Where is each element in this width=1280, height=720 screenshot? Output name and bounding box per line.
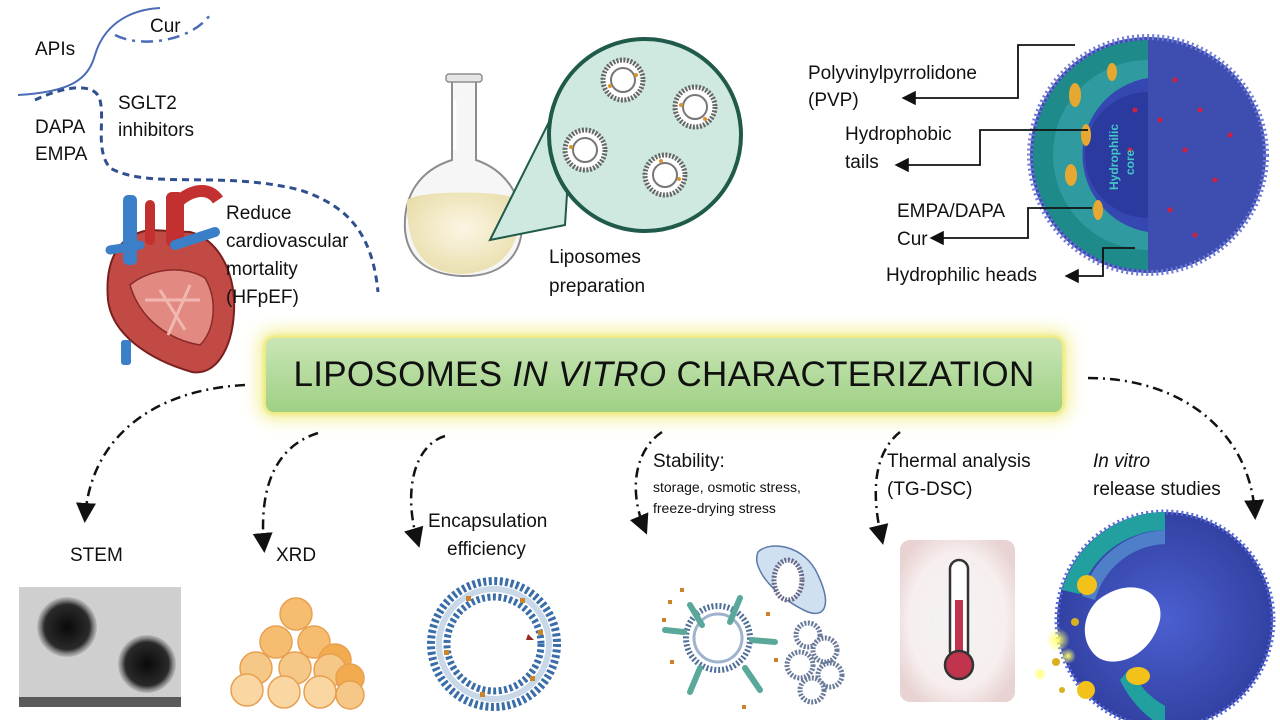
empa-label: EMPA — [35, 144, 88, 165]
page-title: LIPOSOMES IN VITRO CHARACTERIZATION — [293, 355, 1034, 395]
method-arrows — [75, 376, 1265, 553]
liposome-structure — [1027, 34, 1269, 276]
apis-label: APIs — [35, 39, 76, 60]
cur-label: Cur — [150, 16, 181, 37]
stability-illustration — [662, 545, 845, 709]
encapsulation-liposome — [427, 577, 561, 711]
release-label-1: In vitro — [1093, 451, 1151, 472]
flask-illustration — [403, 73, 524, 278]
xrd-label: XRD — [276, 545, 317, 566]
thermal-label-2: (TG-DSC) — [887, 479, 973, 500]
reduce-label-2: cardiovascular — [226, 231, 349, 252]
tails-label-2: tails — [845, 152, 879, 173]
heads-label: Hydrophilic heads — [886, 265, 1038, 286]
reduce-label-3: mortality — [226, 259, 298, 280]
stem-label: STEM — [70, 545, 123, 566]
title-banner: LIPOSOMES IN VITRO CHARACTERIZATION — [266, 338, 1062, 412]
core-label-1: Hydrophilic — [1107, 124, 1121, 190]
release-label-2: release studies — [1093, 479, 1221, 500]
title-part-2: IN VITRO — [512, 355, 667, 394]
title-part-3: CHARACTERIZATION — [666, 355, 1035, 394]
tails-label-1: Hydrophobic — [845, 124, 952, 145]
title-part-1: LIPOSOMES — [293, 355, 513, 394]
prep-label-1: Liposomes — [549, 247, 641, 268]
heart-illustration — [105, 185, 236, 374]
release-liposome — [1033, 509, 1276, 720]
sglt2-label-2: inhibitors — [118, 120, 195, 141]
thermal-label-1: Thermal analysis — [887, 451, 1031, 472]
apis-curves — [17, 7, 380, 293]
reduce-label-1: Reduce — [226, 203, 292, 224]
stability-detail-1: storage, osmotic stress, — [653, 479, 801, 495]
stability-detail-2: freeze-drying stress — [653, 500, 776, 516]
thermometer-illustration — [900, 540, 1015, 702]
core-label-2: core — [1123, 149, 1137, 175]
encapsulation-label-1: Encapsulation — [428, 511, 548, 532]
pvp-label-2: (PVP) — [808, 90, 859, 111]
dapa-label: DAPA — [35, 117, 86, 138]
xrd-spheres — [230, 597, 365, 710]
drug-label-2: Cur — [897, 229, 928, 250]
reduce-label-4: (HFpEF) — [226, 287, 299, 308]
prep-label-2: preparation — [549, 276, 646, 297]
pvp-label-1: Polyvinylpyrrolidone — [808, 63, 977, 84]
drug-label-1: EMPA/DAPA — [897, 201, 1006, 222]
zoomed-liposomes — [562, 57, 718, 198]
stem-image — [19, 587, 181, 707]
stability-label: Stability: — [653, 451, 725, 472]
sglt2-label-1: SGLT2 — [118, 93, 177, 114]
encapsulation-label-2: efficiency — [447, 539, 526, 560]
structure-pointers — [894, 44, 1135, 284]
